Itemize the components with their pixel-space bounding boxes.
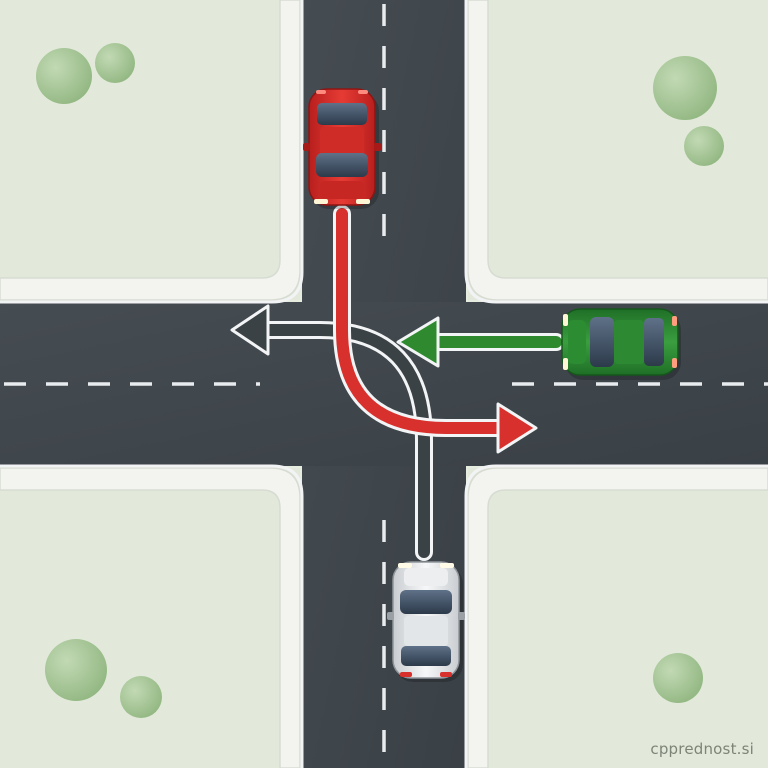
grass-block-se xyxy=(468,468,768,768)
red-car-path xyxy=(333,205,538,454)
grass-block-sw xyxy=(0,468,300,768)
arrow-icon xyxy=(496,402,538,454)
arrow-icon xyxy=(396,316,440,368)
red-car xyxy=(303,88,381,209)
arrow-icon xyxy=(230,304,270,356)
tree-icon xyxy=(36,48,92,104)
green-car-path xyxy=(396,316,565,368)
curb-nw xyxy=(0,0,301,301)
lane-markings xyxy=(4,4,768,768)
tree-icon xyxy=(684,126,724,166)
curb-se xyxy=(467,467,768,768)
trees xyxy=(36,43,724,718)
grass-block-nw xyxy=(0,0,300,300)
curb-ne xyxy=(467,0,768,301)
tree-icon xyxy=(95,43,135,83)
tree-icon xyxy=(45,639,107,701)
watermark: cpprednost.si xyxy=(650,740,754,758)
curb-sw xyxy=(0,467,301,768)
tree-icon xyxy=(120,676,162,718)
green-car xyxy=(561,308,681,380)
white-car xyxy=(387,561,465,682)
tree-icon xyxy=(653,653,703,703)
tree-icon xyxy=(653,56,717,120)
